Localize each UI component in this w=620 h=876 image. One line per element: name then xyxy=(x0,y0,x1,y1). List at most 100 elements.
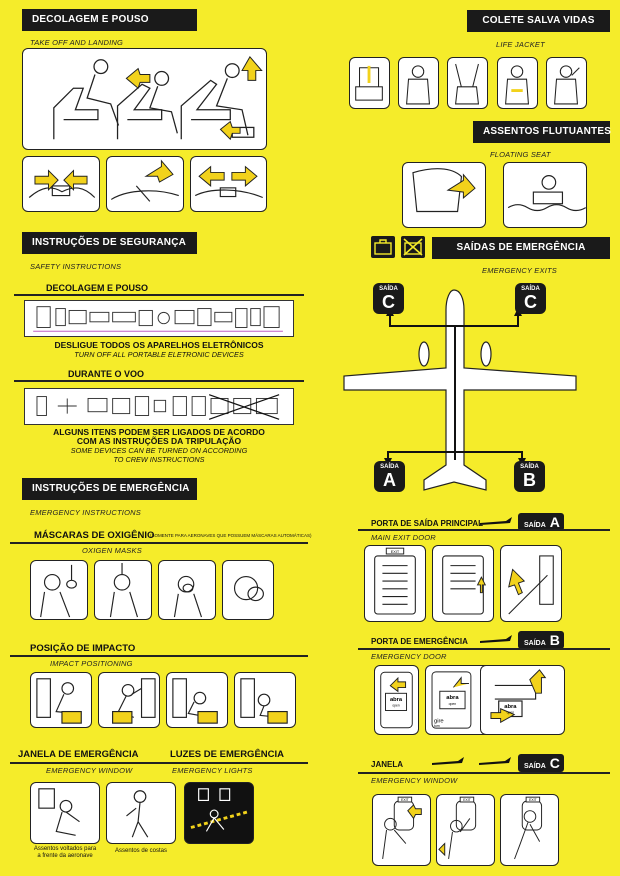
baggage-icon xyxy=(371,236,395,258)
floating-seat-subtitle: FLOATING SEAT xyxy=(490,150,551,159)
seatbelt-fasten-illustration xyxy=(22,156,100,212)
emergency-exits-subtitle: EMERGENCY EXITS xyxy=(482,266,557,275)
impact-position-3 xyxy=(166,672,228,728)
aircraft-icon xyxy=(477,754,513,766)
exit-word: SAÍDA xyxy=(380,464,399,470)
devices-off-pt: DESLIGUE TODOS OS APARELHOS ELETRÔNICOS xyxy=(54,340,264,350)
turn-label-en: turn xyxy=(434,724,440,728)
main-door-open-illustration xyxy=(432,545,494,622)
window-exit-step-3: EXIT xyxy=(500,794,559,866)
emergency-window-forward-illustration xyxy=(30,782,100,844)
main-door-stairs-illustration xyxy=(500,545,562,622)
devices-allowed-pt-1: ALGUNS ITENS PODEM SER LIGADOS DE ACORDO xyxy=(53,427,265,437)
life-jacket-header: COLETE SALVA VIDAS xyxy=(467,10,610,32)
impact-position-title: POSIÇÃO DE IMPACTO xyxy=(30,643,136,654)
devices-off-en: TURN OFF ALL PORTABLE ELETRONIC DEVICES xyxy=(74,350,244,359)
devices-allowed-text: ALGUNS ITENS PODEM SER LIGADOS DE ACORDO… xyxy=(24,427,294,465)
life-jacket-step-2 xyxy=(398,57,439,109)
impact-position-4 xyxy=(234,672,296,728)
impact-position-2 xyxy=(98,672,160,728)
exit-word: SAÍDA xyxy=(524,640,546,647)
main-exit-door-subtitle: MAIN EXIT DOOR xyxy=(371,533,436,542)
takeoff-landing-subtitle: TAKE OFF AND LANDING xyxy=(30,38,124,47)
floating-seat-header: ASSENTOS FLUTUANTES xyxy=(473,121,611,143)
divider xyxy=(10,542,308,544)
life-jacket-step-5 xyxy=(546,57,587,109)
turn-label: gire xyxy=(434,718,444,724)
seat-upright-illustration xyxy=(22,48,267,150)
safety-instructions-header: INSTRUÇÕES DE SEGURANÇA xyxy=(22,232,197,254)
exit-letter: C xyxy=(382,292,395,312)
exit-letter: C xyxy=(549,755,560,771)
exit-letter: B xyxy=(523,470,536,490)
life-jacket-step-4 xyxy=(497,57,538,109)
exit-letter: A xyxy=(383,470,396,490)
oxygen-mask-step-1 xyxy=(30,560,88,620)
aircraft-diagram xyxy=(340,280,580,505)
divider xyxy=(10,655,308,657)
open-label-en: open xyxy=(449,702,457,706)
exit-sign-text: EXIT xyxy=(401,798,409,802)
emergency-lights-title: LUZES DE EMERGÊNCIA xyxy=(170,749,285,760)
devices-allowed-en-1: SOME DEVICES CAN BE TURNED ON ACCORDING xyxy=(70,446,248,455)
divider xyxy=(14,294,304,296)
window-exit-step-2: EXIT xyxy=(436,794,495,866)
floating-seat-remove-illustration xyxy=(402,162,486,228)
aircraft-icon xyxy=(430,754,466,766)
impact-position-1 xyxy=(30,672,92,728)
exit-word: SAÍDA xyxy=(521,286,540,292)
exit-sign-text: EXIT xyxy=(529,798,537,802)
safety-instructions-subtitle: SAFETY INSTRUCTIONS xyxy=(30,262,122,271)
life-jacket-step-1 xyxy=(349,57,390,109)
impact-position-subtitle: IMPACT POSITIONING xyxy=(50,659,133,668)
window-subtitle: EMERGENCY WINDOW xyxy=(371,776,458,785)
open-label: abra xyxy=(504,704,517,710)
floating-seat-water-illustration xyxy=(503,162,587,228)
exit-sign-text: EXIT xyxy=(391,549,400,554)
emergency-exits-header: SAÍDAS DE EMERGÊNCIA xyxy=(432,237,610,259)
exit-word: SAÍDA xyxy=(520,464,539,470)
emergency-lights-illustration xyxy=(184,782,254,844)
no-baggage-icon xyxy=(401,236,425,258)
devices-allowed-pt-2: COM AS INSTRUÇÕES DA TRIPULAÇÃO xyxy=(76,436,242,446)
emergency-window-subtitle: EMERGENCY WINDOW xyxy=(46,766,133,775)
emergency-lights-subtitle: EMERGENCY LIGHTS xyxy=(172,766,253,775)
oxygen-masks-title: MÁSCARAS DE OXIGÊNIO xyxy=(34,530,155,541)
devices-off-text: DESLIGUE TODOS OS APARELHOS ELETRÔNICOS … xyxy=(24,340,294,360)
main-door-closed-illustration: EXIT xyxy=(364,545,426,622)
devices-off-strip xyxy=(24,300,294,337)
emergency-instructions-subtitle: EMERGENCY INSTRUCTIONS xyxy=(30,508,141,517)
exit-word: SAÍDA xyxy=(524,763,546,770)
oxygen-mask-step-2 xyxy=(94,560,152,620)
oxygen-masks-subtitle: OXIGEN MASKS xyxy=(82,546,142,555)
exit-letter: A xyxy=(549,514,560,530)
open-label: abra xyxy=(390,697,403,703)
divider xyxy=(358,772,610,774)
main-exit-door-title: PORTA DE SAÍDA PRINCIPAL xyxy=(371,519,484,528)
emergency-door-title: PORTA DE EMERGÊNCIA xyxy=(371,637,468,646)
emergency-door-subtitle: EMERGENCY DOOR xyxy=(371,652,447,661)
window-forward-caption-2: a frente da aeronave xyxy=(37,853,93,859)
exit-sign-text: EXIT xyxy=(463,798,471,802)
devices-allowed-strip xyxy=(24,388,294,425)
exit-letter: B xyxy=(549,632,560,648)
takeoff-devices-label: DECOLAGEM E POUSO xyxy=(46,283,149,293)
divider xyxy=(358,529,610,531)
divider xyxy=(358,648,610,650)
during-flight-label: DURANTE O VOO xyxy=(68,369,145,379)
open-label-en: open xyxy=(392,704,400,708)
emergency-window-title: JANELA DE EMERGÊNCIA xyxy=(18,749,139,760)
emergency-instructions-header: INSTRUÇÕES DE EMERGÊNCIA xyxy=(22,478,197,500)
takeoff-landing-header: DECOLAGEM E POUSO xyxy=(22,9,197,31)
oxygen-mask-step-4 xyxy=(222,560,274,620)
aircraft-icon xyxy=(478,514,514,526)
